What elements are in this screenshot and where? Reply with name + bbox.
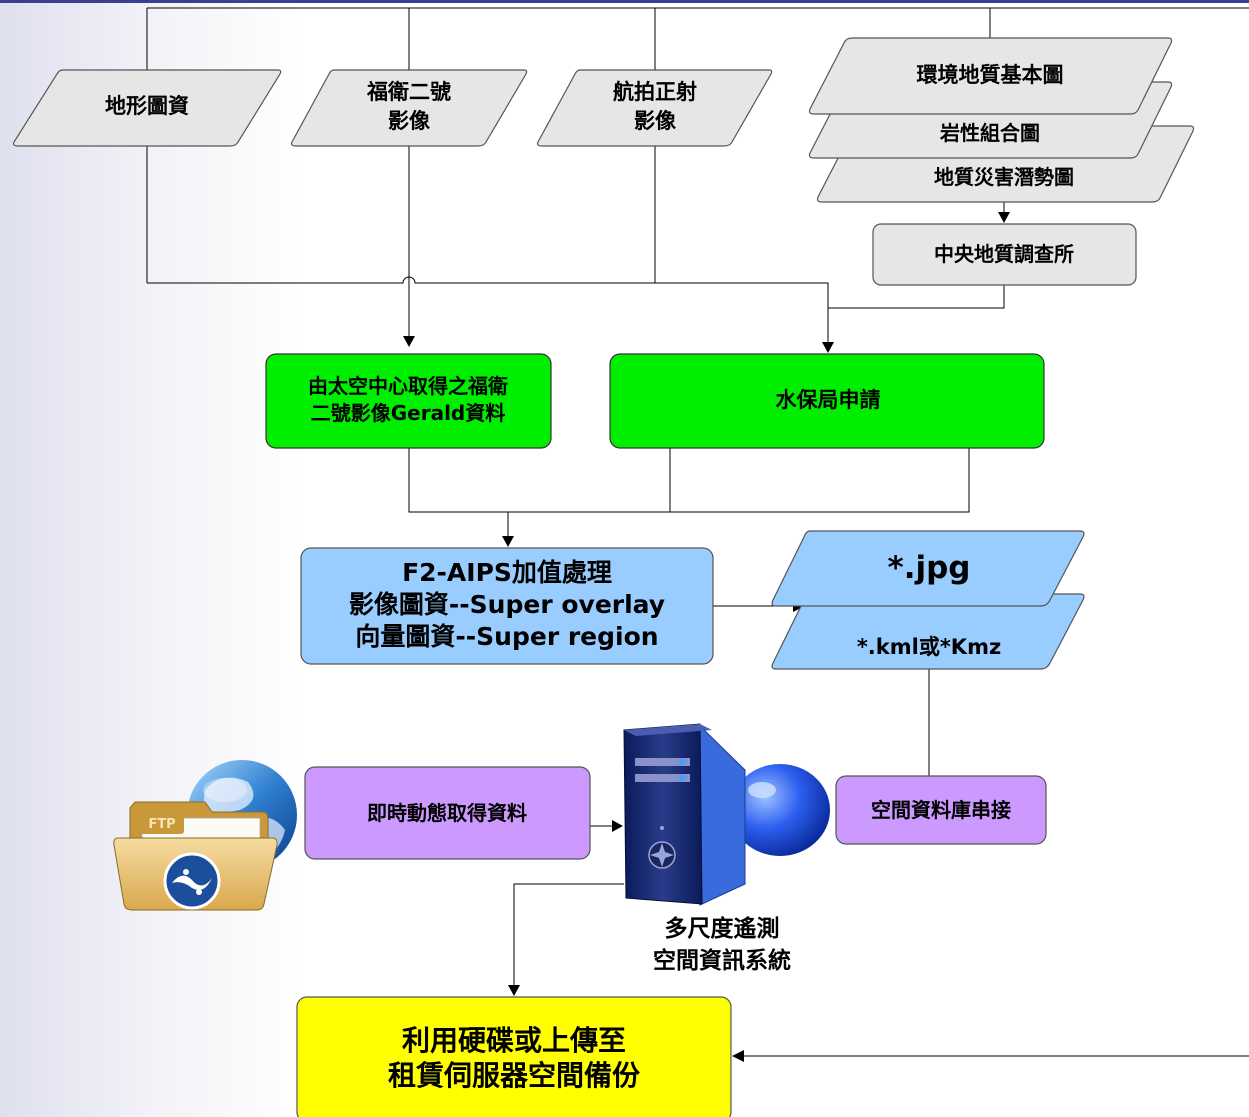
- nspo-label-2: 二號影像Gerald資料: [311, 401, 506, 425]
- source-env-geo-map: 環境地質基本圖: [808, 37, 1173, 115]
- arrowheads: [403, 212, 1010, 1062]
- source-formosat-label-2: 影像: [388, 109, 431, 133]
- source-formosat-label-1: 福衛二號: [366, 80, 451, 104]
- system-label-2: 空間資訊系統: [653, 947, 791, 974]
- db-label: 空間資料庫串接: [871, 798, 1011, 822]
- nspo-label-1: 由太空中心取得之福衛: [308, 374, 508, 398]
- source-lithology-label: 岩性組合圖: [939, 121, 1040, 145]
- ftp-folder-icon: FTP: [113, 760, 297, 911]
- backup-label-1: 利用硬碟或上傳至: [402, 1024, 626, 1057]
- aips-label-1: F2-AIPS加值處理: [402, 558, 612, 587]
- output-jpg: *.jpg: [771, 530, 1085, 607]
- system-label-1: 多尺度遙測: [665, 915, 780, 942]
- source-aerial-label-2: 影像: [634, 109, 677, 133]
- backup-label-2: 租賃伺服器空間備份: [388, 1059, 640, 1092]
- output-kml: *.kml或*Kmz: [771, 593, 1085, 670]
- source-formosat: 福衛二號 影像: [290, 69, 528, 147]
- top-accent-bar: [0, 0, 1249, 3]
- output-jpg-label: *.jpg: [888, 550, 971, 586]
- server-tower-icon: [623, 723, 830, 906]
- source-env-geo-label: 環境地質基本圖: [917, 63, 1064, 87]
- db-box: 空間資料庫串接: [835, 775, 1047, 845]
- backup-box: 利用硬碟或上傳至 租賃伺服器空間備份: [296, 996, 732, 1117]
- realtime-label: 即時動態取得資料: [367, 801, 527, 825]
- system-label: 多尺度遙測 空間資訊系統: [653, 915, 791, 974]
- aips-label-3: 向量圖資--Super region: [355, 622, 658, 651]
- source-topo: 地形圖資: [12, 69, 282, 147]
- realtime-box: 即時動態取得資料: [304, 766, 591, 860]
- connector-lines: [146, 7, 1249, 1057]
- swcb-label: 水保局申請: [776, 388, 881, 412]
- cgs-box: 中央地質調查所: [872, 223, 1137, 286]
- source-hazard-label: 地質災害潛勢圖: [934, 165, 1074, 189]
- aips-box: F2-AIPS加值處理 影像圖資--Super overlay 向量圖資--Su…: [300, 547, 714, 665]
- nspo-box: 由太空中心取得之福衛 二號影像Gerald資料: [265, 353, 552, 449]
- source-topo-label: 地形圖資: [105, 94, 189, 118]
- swcb-box: 水保局申請: [609, 353, 1045, 449]
- output-kml-label: *.kml或*Kmz: [857, 635, 1001, 659]
- source-aerial-label-1: 航拍正射: [613, 80, 697, 104]
- source-aerial: 航拍正射 影像: [536, 69, 773, 147]
- cgs-label: 中央地質調查所: [934, 242, 1074, 266]
- aips-label-2: 影像圖資--Super overlay: [349, 590, 665, 619]
- ftp-label: FTP: [148, 817, 175, 832]
